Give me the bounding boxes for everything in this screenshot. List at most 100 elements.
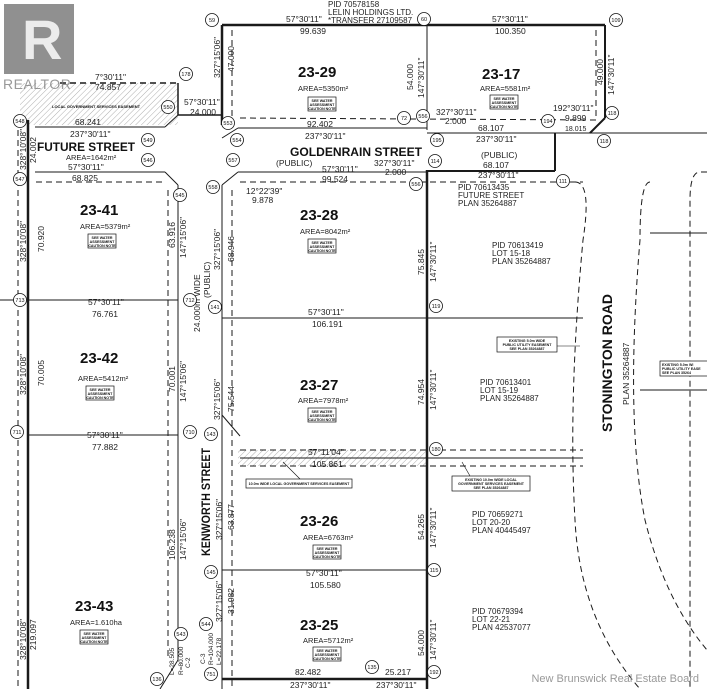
lot-area: AREA=7978m² — [298, 396, 349, 405]
lot-23-27[interactable]: 23-27 AREA=7978m² SEE WATERASSESSMENTCAU… — [298, 377, 349, 423]
survey-point-543: 543 — [174, 627, 188, 641]
lot-23-42[interactable]: 23-42 AREA=5412m² SEE WATERASSESSMENTCAU… — [78, 350, 129, 401]
svg-text:237°30'11": 237°30'11" — [305, 131, 346, 141]
svg-text:SEE WATER: SEE WATER — [494, 97, 515, 101]
survey-point-180: 180 — [429, 442, 443, 456]
survey-point-143: 143 — [204, 427, 218, 441]
svg-text:12°22'39": 12°22'39" — [246, 186, 282, 196]
lot-23-28[interactable]: 23-28 AREA=8042m² SEE WATERASSESSMENTCAU… — [300, 207, 351, 254]
survey-point-circle — [208, 300, 222, 314]
svg-text:2.000: 2.000 — [385, 167, 407, 177]
survey-point-549: 549 — [141, 133, 155, 147]
survey-point-label: 751 — [206, 672, 215, 678]
svg-text:SEE WATER: SEE WATER — [312, 241, 333, 245]
lot-area: AREA=5581m² — [480, 84, 531, 93]
survey-point-119: 119 — [429, 299, 443, 313]
lot-number: 23-27 — [300, 377, 338, 394]
svg-text:57°30'11": 57°30'11" — [492, 14, 528, 24]
goldenrain-public-east: (PUBLIC) — [481, 150, 518, 160]
survey-point-circle — [221, 116, 235, 130]
survey-point-546: 546 — [141, 153, 155, 167]
svg-text:L=22.178: L=22.178 — [216, 637, 223, 665]
svg-text:63.877: 63.877 — [226, 504, 236, 530]
lot-23-43[interactable]: 23-43 AREA=1.610ha SEE WATERASSESSMENTCA… — [70, 598, 123, 645]
kenworth-width: 24.000m WIDE — [192, 274, 202, 332]
goldenrain-public: (PUBLIC) — [276, 158, 313, 168]
survey-point-label: 549 — [143, 138, 152, 144]
lot-23-29[interactable]: 23-29 AREA=5350m² SEE WATERASSESSMENTCAU… — [298, 64, 349, 112]
survey-point-label: 548 — [15, 119, 24, 125]
svg-text:CAUTION NOTE: CAUTION NOTE — [490, 105, 518, 109]
survey-point-circle — [597, 134, 611, 148]
svg-text:FUTURE STREET: FUTURE STREET — [458, 191, 524, 200]
survey-point-label: 710 — [185, 430, 194, 436]
survey-point-label: 558 — [208, 185, 217, 191]
svg-text:18.015: 18.015 — [565, 126, 587, 133]
survey-point-135: 135 — [365, 660, 379, 674]
svg-text:SEE WATER: SEE WATER — [90, 388, 111, 392]
svg-text:57°30'11": 57°30'11" — [87, 430, 123, 440]
survey-point-60: 60 — [417, 12, 431, 26]
svg-text:CAUTION NOTE: CAUTION NOTE — [80, 640, 108, 644]
board-watermark: New Brunswick Real Estate Board — [531, 673, 699, 685]
survey-point-circle — [199, 617, 213, 631]
svg-text:ASSESSMENT: ASSESSMENT — [310, 414, 336, 418]
lot-number: 23-28 — [300, 207, 338, 224]
survey-point-label: 192 — [429, 670, 438, 676]
survey-point-545: 545 — [173, 188, 187, 202]
svg-text:PUBLIC UTILITY EASEMENT: PUBLIC UTILITY EASEMENT — [503, 343, 553, 347]
future-street-area: AREA=1642m² — [66, 153, 117, 162]
svg-text:49.000: 49.000 — [595, 59, 605, 85]
realtor-logo: R — [4, 4, 74, 74]
survey-point-label: 60 — [421, 17, 427, 23]
svg-text:ASSESSMENT: ASSESSMENT — [310, 245, 336, 249]
survey-point-circle — [430, 133, 444, 147]
svg-text:92.402: 92.402 — [307, 119, 333, 129]
svg-text:57°30'11": 57°30'11" — [184, 97, 220, 107]
survey-point-145: 145 — [204, 565, 218, 579]
svg-text:57°30'11": 57°30'11" — [88, 297, 124, 307]
svg-text:CAUTION NOTE: CAUTION NOTE — [313, 555, 341, 559]
survey-point-550: 550 — [161, 100, 175, 114]
survey-point-712: 712 — [183, 293, 197, 307]
svg-text:10.0m WIDE LOCAL GOVERNMENT SE: 10.0m WIDE LOCAL GOVERNMENT SERVICES EAS… — [249, 482, 351, 486]
future-street-label: FUTURE STREET — [37, 140, 136, 154]
lot-23-17[interactable]: 23-17 AREA=5581m² SEE WATERASSESSMENTCAU… — [480, 66, 531, 110]
svg-text:PID 70659271: PID 70659271 — [472, 510, 524, 519]
survey-point-109: 109 — [609, 13, 623, 27]
survey-point-circle — [609, 13, 623, 27]
svg-text:LELIN HOLDINGS LTD.: LELIN HOLDINGS LTD. — [328, 8, 413, 17]
svg-text:106.238: 106.238 — [167, 529, 177, 560]
survey-point-label: 136 — [152, 677, 161, 683]
lot-number: 23-25 — [300, 617, 338, 634]
svg-text:68.241: 68.241 — [75, 117, 101, 127]
boundary-lines — [0, 23, 707, 689]
svg-text:74.857: 74.857 — [95, 82, 121, 92]
survey-point-label: 143 — [206, 432, 215, 438]
lot-23-41[interactable]: 23-41 AREA=5379m² SEE WATERASSESSMENTCAU… — [80, 202, 131, 249]
survey-point-circle — [416, 109, 430, 123]
survey-point-circle — [230, 133, 244, 147]
gov-services-easement-label: LOCAL GOVERNMENT SERVICES EASEMENT — [52, 104, 141, 109]
survey-point-178: 178 — [179, 67, 193, 81]
lot-23-25[interactable]: 23-25 AREA=5712m² SEE WATERASSESSMENTCAU… — [300, 617, 354, 662]
svg-text:24.002: 24.002 — [28, 137, 38, 163]
svg-text:75.845: 75.845 — [416, 249, 426, 275]
svg-text:99.639: 99.639 — [300, 26, 326, 36]
svg-text:147°30'11": 147°30'11" — [428, 242, 438, 283]
lot-area: AREA=5350m² — [298, 84, 349, 93]
dimension-labels: 57°30'11"99.639 57°30'11"100.350 327°15'… — [18, 14, 616, 689]
survey-point-circle — [397, 111, 411, 125]
svg-text:CAUTION NOTE: CAUTION NOTE — [86, 396, 114, 400]
survey-point-111: 111 — [556, 174, 570, 188]
survey-point-label: 543 — [176, 632, 185, 638]
lot-23-26[interactable]: 23-26 AREA=6763m² SEE WATERASSESSMENTCAU… — [300, 513, 354, 560]
survey-point-141: 141 — [208, 300, 222, 314]
lot-area: AREA=5379m² — [80, 222, 131, 231]
survey-point-557: 557 — [226, 153, 240, 167]
